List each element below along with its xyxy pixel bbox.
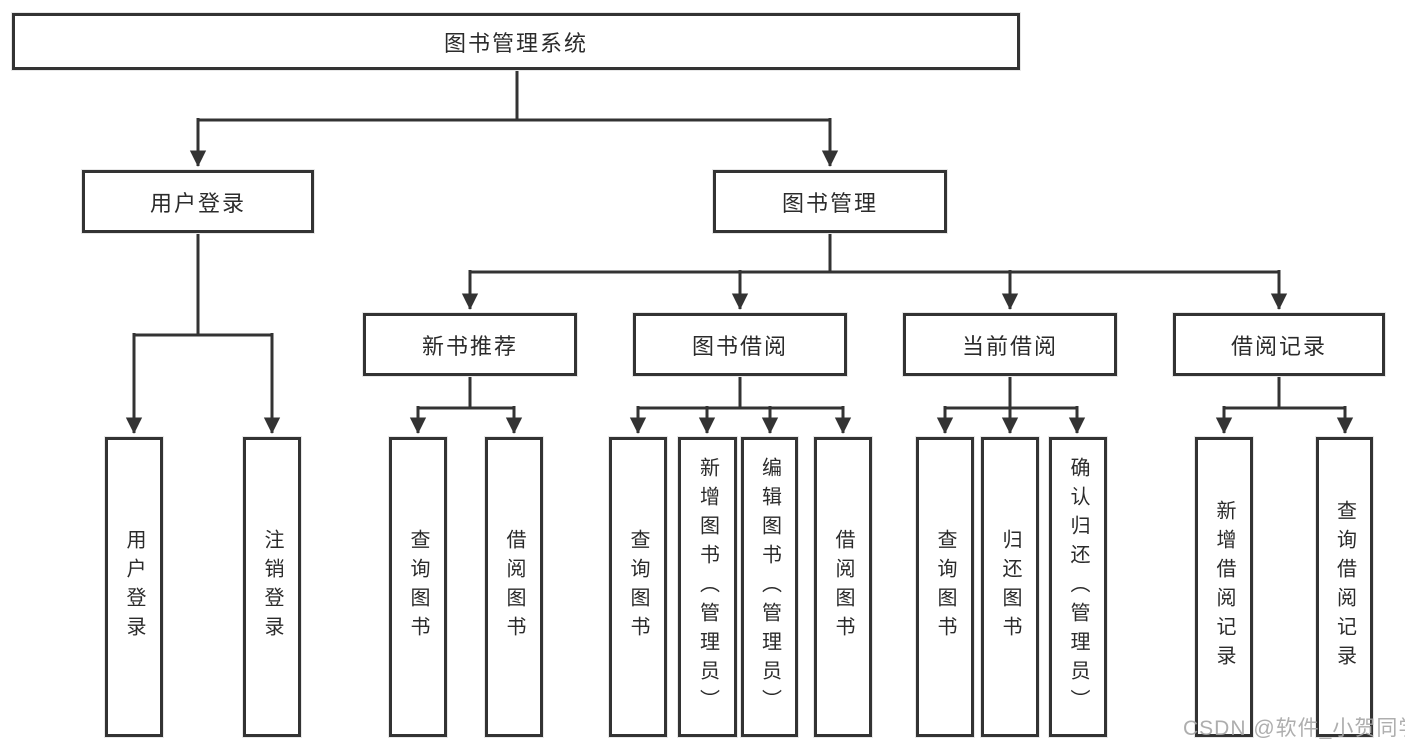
leaf-borrow-books: 借阅图书 [814,437,872,737]
node-label: 新增图书（管理员） [696,456,719,718]
node-label: 借阅图书 [832,529,854,645]
leaf-confirm-return-admin: 确认归还（管理员） [1049,437,1107,737]
node-label: 借阅图书 [503,529,525,645]
node-borrowing-records: 借阅记录 [1173,313,1385,376]
node-label: 用户登录 [123,529,145,645]
leaf-query-books-recommend: 查询图书 [389,437,447,737]
leaf-query-books-borrow: 查询图书 [609,437,667,737]
csdn-watermark: CSDN @软件_小贺同学 [1183,717,1405,740]
leaf-logout: 注销登录 [243,437,301,737]
leaf-add-books-admin: 新增图书（管理员） [678,437,737,737]
node-label: 编辑图书（管理员） [758,456,781,718]
node-label: 用户登录 [149,190,246,216]
node-label: 确认归还（管理员） [1067,456,1089,718]
node-new-book-recommend: 新书推荐 [363,313,577,376]
leaf-borrow-books-recommend: 借阅图书 [485,437,543,737]
node-label: 查询图书 [934,529,956,645]
leaf-return-books: 归还图书 [981,437,1039,737]
leaf-add-borrow-record: 新增借阅记录 [1195,437,1253,737]
node-book-management: 图书管理 [713,170,947,233]
node-library-management-system: 图书管理系统 [12,13,1020,70]
node-label: 注销登录 [261,529,283,645]
leaf-edit-books-admin: 编辑图书（管理员） [741,437,798,737]
leaf-user-login: 用户登录 [105,437,163,737]
node-label: 查询借阅记录 [1333,500,1356,674]
node-label: 归还图书 [999,529,1021,645]
node-current-borrowing: 当前借阅 [903,313,1117,376]
node-label: 查询图书 [627,529,649,645]
node-user-login: 用户登录 [82,170,314,233]
leaf-query-books-current: 查询图书 [916,437,974,737]
node-label: 新书推荐 [421,333,518,359]
leaf-query-borrow-record: 查询借阅记录 [1316,437,1373,737]
node-label: 借阅记录 [1230,333,1327,359]
node-label: 新增借阅记录 [1213,500,1235,674]
node-label: 图书管理系统 [443,30,588,56]
node-label: 当前借阅 [961,333,1058,359]
node-label: 查询图书 [407,529,429,645]
node-label: 图书管理 [781,190,878,216]
node-book-borrowing: 图书借阅 [633,313,847,376]
node-label: 图书借阅 [691,333,788,359]
